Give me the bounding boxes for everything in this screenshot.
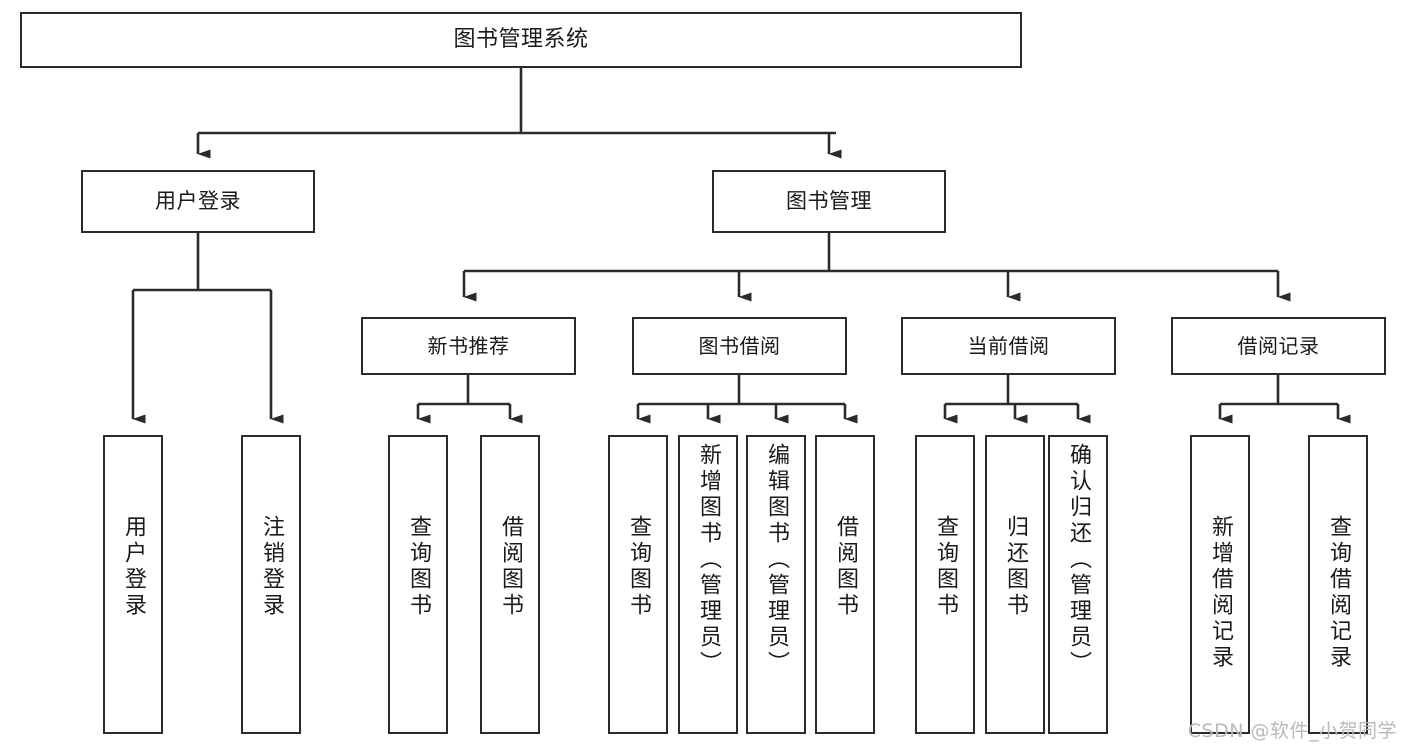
leaf-user-login-login-label: 用户登录 bbox=[121, 515, 146, 619]
leaf-borrow-edit-book-admin-label: 编辑图书（管理员） bbox=[764, 443, 789, 677]
leaf-borrow-edit-book-admin[interactable]: 编辑图书（管理员） bbox=[746, 435, 806, 734]
leaf-borrow-query-book-label: 查询图书 bbox=[626, 515, 651, 619]
node-user-login[interactable]: 用户登录 bbox=[81, 170, 315, 233]
node-book-management[interactable]: 图书管理 bbox=[712, 170, 946, 233]
leaf-current-confirm-return-admin-label: 确认归还（管理员） bbox=[1066, 443, 1091, 677]
node-root-label: 图书管理系统 bbox=[453, 27, 589, 53]
leaf-borrow-borrow-book-label: 借阅图书 bbox=[833, 515, 858, 619]
node-book-borrow-label: 图书借阅 bbox=[698, 333, 781, 358]
node-new-book-recommend[interactable]: 新书推荐 bbox=[361, 317, 576, 375]
leaf-current-return-book[interactable]: 归还图书 bbox=[985, 435, 1045, 734]
leaf-user-login-logout[interactable]: 注销登录 bbox=[241, 435, 301, 734]
leaf-records-add-record-label: 新增借阅记录 bbox=[1208, 515, 1233, 671]
leaf-current-query-book-label: 查询图书 bbox=[933, 515, 958, 619]
node-new-book-recommend-label: 新书推荐 bbox=[427, 333, 510, 358]
watermark-text: CSDN @软件_小贺同学 bbox=[1187, 720, 1397, 742]
leaf-current-return-book-label: 归还图书 bbox=[1003, 515, 1028, 619]
node-current-borrow-label: 当前借阅 bbox=[967, 333, 1050, 358]
node-borrow-records-label: 借阅记录 bbox=[1237, 333, 1320, 358]
leaf-user-login-login[interactable]: 用户登录 bbox=[103, 435, 163, 734]
leaf-user-login-logout-label: 注销登录 bbox=[259, 515, 284, 619]
node-current-borrow[interactable]: 当前借阅 bbox=[901, 317, 1116, 375]
leaf-current-confirm-return-admin[interactable]: 确认归还（管理员） bbox=[1048, 435, 1108, 734]
leaf-borrow-add-book-admin-label: 新增图书（管理员） bbox=[696, 443, 721, 677]
node-root-book-management-system[interactable]: 图书管理系统 bbox=[20, 12, 1022, 68]
leaf-new-book-query[interactable]: 查询图书 bbox=[388, 435, 448, 734]
leaf-records-query-record[interactable]: 查询借阅记录 bbox=[1308, 435, 1368, 734]
leaf-borrow-query-book[interactable]: 查询图书 bbox=[608, 435, 668, 734]
leaf-borrow-borrow-book[interactable]: 借阅图书 bbox=[815, 435, 875, 734]
leaf-records-query-record-label: 查询借阅记录 bbox=[1326, 515, 1351, 671]
node-borrow-records[interactable]: 借阅记录 bbox=[1171, 317, 1386, 375]
leaf-new-book-borrow[interactable]: 借阅图书 bbox=[480, 435, 540, 734]
node-user-login-label: 用户登录 bbox=[155, 189, 241, 214]
node-book-borrow[interactable]: 图书借阅 bbox=[632, 317, 847, 375]
leaf-records-add-record[interactable]: 新增借阅记录 bbox=[1190, 435, 1250, 734]
leaf-new-book-query-label: 查询图书 bbox=[406, 515, 431, 619]
leaf-borrow-add-book-admin[interactable]: 新增图书（管理员） bbox=[678, 435, 738, 734]
node-book-management-label: 图书管理 bbox=[786, 189, 872, 214]
leaf-current-query-book[interactable]: 查询图书 bbox=[915, 435, 975, 734]
leaf-new-book-borrow-label: 借阅图书 bbox=[498, 515, 523, 619]
